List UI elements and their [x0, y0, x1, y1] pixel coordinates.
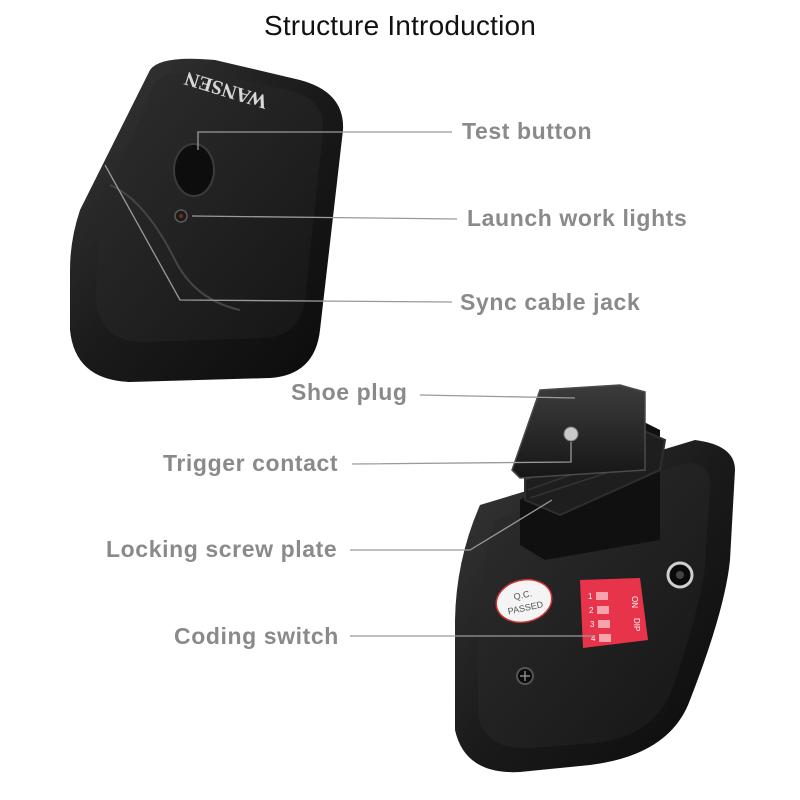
shoe-plug [511, 384, 646, 479]
trigger-contact [563, 426, 579, 442]
svg-text:ON: ON [630, 596, 639, 608]
svg-text:1: 1 [588, 592, 593, 601]
receiver-device: Q.C. PASSED ON DIP 1 2 3 4 [455, 384, 735, 773]
callout-trigger-contact: Trigger contact [163, 450, 339, 476]
page-title: Structure Introduction [263, 10, 537, 41]
svg-text:DIP: DIP [632, 618, 641, 631]
callout-launch-work-lights: Launch work lights [467, 205, 688, 231]
callout-test-button: Test button [462, 118, 593, 144]
callout-sync-cable-jack: Sync cable jack [460, 289, 641, 315]
callout-coding-switch: Coding switch [174, 623, 339, 649]
test-button[interactable] [173, 143, 215, 197]
svg-text:4: 4 [591, 634, 596, 643]
leader-lines [104, 131, 595, 637]
callout-locking-screw-plate: Locking screw plate [106, 536, 338, 562]
svg-text:Q.C.: Q.C. [513, 588, 533, 602]
callout-shoe-plug: Shoe plug [291, 379, 408, 405]
svg-text:2: 2 [589, 606, 594, 615]
svg-text:3: 3 [590, 620, 595, 629]
transmitter-device: WANSEN [70, 58, 344, 382]
coding-switch[interactable]: ON DIP 1 2 3 4 [580, 578, 648, 648]
qc-passed-sticker: Q.C. PASSED [495, 578, 553, 624]
